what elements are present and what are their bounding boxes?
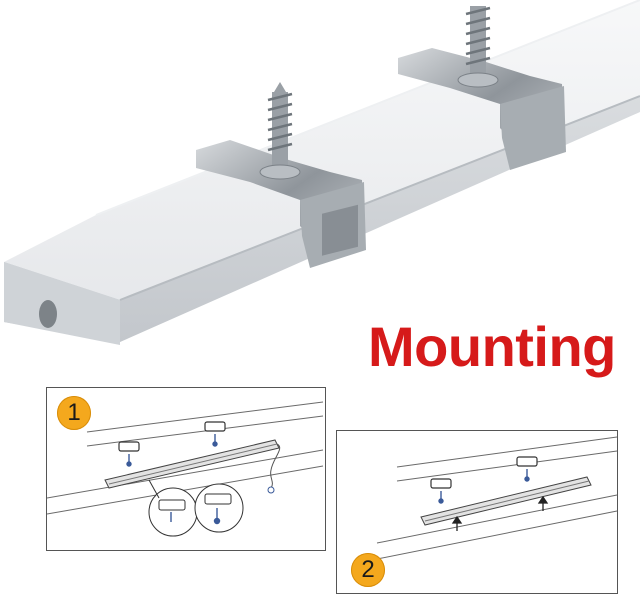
step-1-drawing	[47, 401, 324, 537]
clip-icon	[430, 456, 538, 489]
mounting-clip	[196, 140, 366, 268]
step-2-diagram: 2	[336, 430, 618, 594]
screw	[457, 6, 499, 88]
step-badge: 1	[57, 396, 91, 430]
profile-bar	[104, 439, 280, 489]
product-photo	[4, 0, 640, 345]
step-badge: 2	[351, 553, 385, 587]
mounting-title: Mounting	[368, 315, 616, 378]
mounting-clip	[398, 48, 566, 170]
profile-bar	[420, 476, 592, 526]
screw	[259, 82, 301, 180]
screw-icon	[438, 469, 530, 504]
step-2-drawing	[376, 436, 618, 560]
arrow-up-icon	[451, 495, 549, 531]
screw-icon	[126, 434, 218, 467]
zoom-detail	[148, 479, 244, 537]
clip-icon	[118, 421, 226, 452]
end-hole	[39, 300, 57, 328]
step-1-diagram: 1	[46, 387, 326, 551]
